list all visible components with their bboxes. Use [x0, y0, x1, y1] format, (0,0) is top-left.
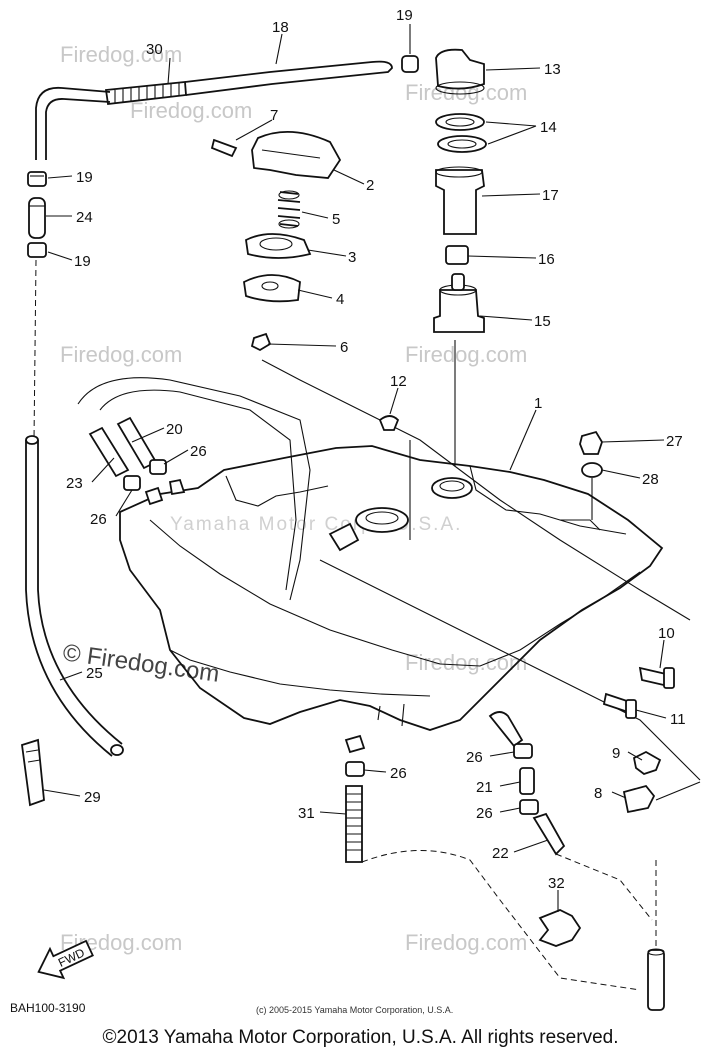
hose-22: [532, 812, 566, 856]
callout-11: 11: [670, 711, 686, 728]
guide-line: [319, 559, 701, 781]
clamp-26-left: [123, 475, 141, 491]
watermark-layer: Firedog.com Firedog.com Firedog.com Fire…: [60, 42, 527, 955]
hose-23: [88, 426, 130, 478]
watermark-text: Firedog.com: [405, 930, 527, 955]
callout-6: 6: [340, 339, 348, 356]
cap-2: [251, 130, 342, 179]
clamp-26-bottom: [345, 761, 365, 777]
clamp-16: [445, 245, 469, 265]
watermark-text: Firedog.com: [130, 98, 252, 123]
clamp-19-left-bottom: [27, 242, 47, 258]
grommet-28: [581, 462, 603, 478]
callout-26-lower: 26: [476, 805, 493, 822]
watermark-text: Firedog.com: [60, 342, 182, 367]
callout-18: 18: [272, 19, 289, 36]
dashed-route: [555, 853, 653, 921]
callout-10: 10: [658, 625, 675, 642]
callout-25: 25: [86, 665, 103, 682]
leader-dash: [33, 259, 37, 441]
callout-9: 9: [612, 745, 620, 762]
callout-31: 31: [298, 805, 315, 822]
washers-14: [435, 113, 487, 153]
gasket-3: [245, 233, 312, 259]
cock-13: [435, 48, 485, 95]
callout-26-top: 26: [190, 443, 207, 460]
clip-9: [632, 750, 662, 776]
callout-19: 19: [396, 7, 413, 24]
clamp-19-top: [401, 55, 419, 73]
copyright-footer: ©2013 Yamaha Motor Corporation, U.S.A. A…: [102, 1027, 619, 1048]
filter-15: [433, 273, 485, 333]
clamp-26-lower: [519, 799, 539, 815]
callout-27: 27: [666, 433, 683, 450]
clamp-26-mid: [513, 743, 533, 759]
callout-8: 8: [594, 785, 602, 802]
clip-32: [538, 909, 582, 947]
spring-5: [277, 190, 301, 229]
callout-26-mid: 26: [466, 749, 483, 766]
strap-29: [21, 738, 45, 807]
joint-24: [28, 197, 46, 239]
callout-28: 28: [642, 471, 659, 488]
watermark-brand: Yamaha Motor Corp., U.S.A.: [170, 514, 462, 535]
callout-leaders: [43, 24, 667, 912]
dashed-route: [361, 849, 641, 991]
callout-32: 32: [548, 875, 565, 892]
clamp-26-top: [149, 459, 167, 475]
callout-23: 23: [66, 475, 83, 492]
pin-7: [210, 138, 238, 158]
bolt-11: [602, 692, 637, 719]
clip-12: [378, 415, 400, 431]
leader-line: [655, 781, 701, 801]
filter-17: [435, 166, 485, 235]
guide-line: [99, 389, 297, 591]
cap-27: [579, 430, 603, 455]
callout-21: 21: [476, 779, 493, 796]
callout-3: 3: [348, 249, 356, 266]
callout-7: 7: [270, 107, 278, 124]
fuel-tank-1: [119, 445, 664, 731]
callout-labels: 30 18 19 13 7 14 2 19 24 17 5 19 3 16 4 …: [66, 7, 686, 892]
watermark-text: Firedog.com: [60, 42, 182, 67]
hose-25: [25, 435, 124, 757]
diagram-code: BAH100-3190: [10, 1001, 86, 1015]
callout-2: 2: [366, 177, 374, 194]
callout-4: 4: [336, 291, 344, 308]
callout-26-left: 26: [90, 511, 107, 528]
callout-14: 14: [540, 119, 557, 136]
callout-17: 17: [542, 187, 559, 204]
drain-hose-31: [345, 785, 363, 863]
watermark-text: Firedog.com: [405, 342, 527, 367]
guide-line: [261, 359, 691, 621]
nut-6: [250, 332, 272, 352]
guide-line: [77, 377, 311, 601]
callout-29: 29: [84, 789, 101, 806]
watermark-text: Firedog.com: [405, 650, 527, 675]
bolt-10: [638, 666, 675, 689]
callout-12: 12: [390, 373, 407, 390]
cushion-8: [622, 784, 656, 814]
callout-19-lower: 19: [74, 253, 91, 270]
cock-21: [519, 767, 535, 795]
callout-5: 5: [332, 211, 340, 228]
callout-13: 13: [544, 61, 561, 78]
callout-16: 16: [538, 251, 555, 268]
pipe-bottom-right: [647, 948, 665, 1011]
nut-bottom: [344, 734, 366, 754]
tank-drain-outlet: [488, 711, 524, 748]
callout-30: 30: [146, 41, 163, 58]
callout-24: 24: [76, 209, 93, 226]
clamp-19-left-top: [27, 171, 47, 187]
callout-20: 20: [166, 421, 183, 438]
callout-19-left: 19: [76, 169, 93, 186]
diagram-stamp: (c) 2005-2015 Yamaha Motor Corporation, …: [256, 1005, 453, 1015]
callout-22: 22: [492, 845, 509, 862]
plate-4: [243, 274, 301, 303]
vent-hose-30-18: [35, 60, 393, 160]
callout-1: 1: [534, 395, 542, 412]
callout-26-bottom: 26: [390, 765, 407, 782]
callout-15: 15: [534, 313, 551, 330]
